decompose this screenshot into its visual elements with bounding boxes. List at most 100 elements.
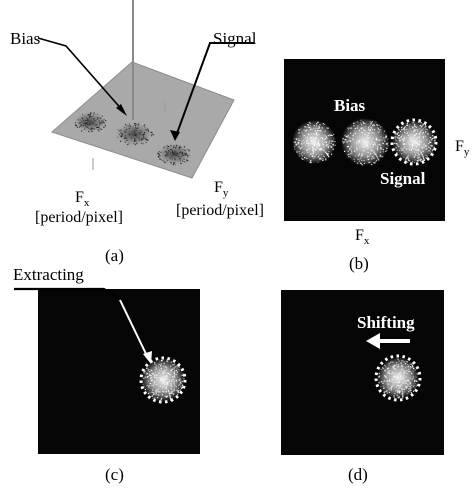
- speckle-dot: [175, 146, 177, 148]
- speckle-dot: [315, 137, 318, 139]
- speckle-dot: [157, 397, 159, 399]
- speckle-dot: [181, 388, 183, 390]
- speckle-dot: [152, 397, 154, 399]
- speckle-dot: [388, 383, 390, 386]
- speckle-dot: [363, 162, 365, 164]
- speckle-dot: [428, 139, 431, 142]
- speckle-dot: [416, 149, 418, 151]
- speckle-dot: [180, 382, 182, 384]
- speckle-dot: [318, 134, 320, 136]
- speckle-dot: [163, 161, 165, 163]
- speckle-dot: [402, 128, 404, 130]
- speckle-dot: [418, 136, 420, 138]
- speckle-dot: [368, 158, 370, 160]
- speckle-dot: [414, 129, 416, 131]
- panel-d-caption: (d): [348, 465, 368, 484]
- speckle-dot: [418, 159, 420, 161]
- speckle-dot: [380, 129, 382, 131]
- speckle-dot: [157, 377, 159, 379]
- speckle-dot: [152, 389, 154, 391]
- speckle-dot: [180, 163, 182, 165]
- speckle-dot: [405, 382, 407, 384]
- speckle-dot: [378, 159, 380, 161]
- speckle-dot: [421, 153, 423, 155]
- speckle-dot: [398, 138, 400, 140]
- speckle-dot: [408, 365, 410, 367]
- speckle-dot: [161, 360, 164, 362]
- speckle-dot: [88, 114, 90, 116]
- speckle-dot: [388, 388, 390, 390]
- speckle-dot: [407, 365, 409, 367]
- speckle-dot: [312, 155, 314, 158]
- speckle-dot: [372, 156, 374, 158]
- speckle-dot: [172, 163, 174, 166]
- speckle-dot: [349, 147, 351, 150]
- speckle-dot: [177, 390, 180, 392]
- speckle-dot: [408, 383, 410, 385]
- speckle-dot: [330, 140, 333, 142]
- speckle-dot: [163, 365, 165, 367]
- speckle-dot: [154, 371, 157, 373]
- speckle-dot: [398, 129, 400, 131]
- speckle-dot: [309, 161, 311, 164]
- speckle-dot: [319, 143, 321, 145]
- speckle-dot: [395, 386, 397, 388]
- speckle-dot: [415, 126, 418, 128]
- speckle-dot: [399, 131, 402, 133]
- speckle-dot: [395, 390, 397, 392]
- speckle-dot: [369, 130, 371, 132]
- speckle-dot: [179, 389, 181, 391]
- speckle-dot: [149, 374, 151, 377]
- speckle-dot: [171, 390, 173, 392]
- speckle-dot: [418, 132, 421, 134]
- speckle-dot: [326, 153, 328, 155]
- speckle-dot: [154, 397, 156, 399]
- speckle-dot: [387, 367, 389, 369]
- speckle-dot: [158, 151, 160, 153]
- speckle-dot: [181, 380, 183, 382]
- speckle-dot: [385, 370, 387, 372]
- speckle-dot: [321, 137, 323, 140]
- speckle-dot: [356, 143, 358, 145]
- speckle-dot: [347, 150, 349, 152]
- speckle-dot: [301, 140, 303, 142]
- speckle-dot: [371, 163, 373, 166]
- speckle-dot: [179, 378, 181, 380]
- speckle-dot: [409, 136, 411, 138]
- speckle-dot: [397, 366, 399, 368]
- speckle-dot: [408, 159, 410, 161]
- speckle-dot: [328, 140, 331, 142]
- speckle-dot: [401, 126, 403, 128]
- speckle-dot: [397, 396, 399, 398]
- speckle-dot: [151, 133, 153, 135]
- fx-letter-b: F: [355, 227, 364, 244]
- speckle-dot: [422, 123, 424, 125]
- speckle-dot: [175, 144, 178, 147]
- speckle-dot: [179, 384, 181, 386]
- speckle-dot: [384, 136, 387, 138]
- speckle-dot: [123, 137, 126, 139]
- speckle-dot: [175, 152, 177, 154]
- speckle-dot: [88, 123, 90, 125]
- speckle-dot: [154, 397, 156, 399]
- speckle-dot: [367, 134, 369, 136]
- speckle-dot: [359, 146, 361, 148]
- speckle-dot: [316, 123, 318, 125]
- speckle-dot: [298, 132, 300, 134]
- speckle-dot: [318, 130, 320, 132]
- speckle-dot: [138, 136, 140, 138]
- speckle-dot: [175, 389, 177, 391]
- speckle-dot: [318, 148, 320, 151]
- speckle-dot: [175, 154, 177, 156]
- extract-arrowhead: [143, 351, 152, 364]
- speckle-dot: [377, 148, 379, 150]
- speckle-dot: [320, 137, 322, 139]
- speckle-dot: [397, 390, 399, 393]
- bias-arrowhead: [116, 104, 127, 116]
- speckle-dot: [126, 139, 128, 142]
- speckle-dot: [158, 363, 160, 365]
- speckle-dot: [155, 383, 158, 385]
- speckle-dot: [303, 135, 305, 137]
- speckle-dot: [408, 385, 410, 387]
- speckle-dot: [371, 132, 373, 134]
